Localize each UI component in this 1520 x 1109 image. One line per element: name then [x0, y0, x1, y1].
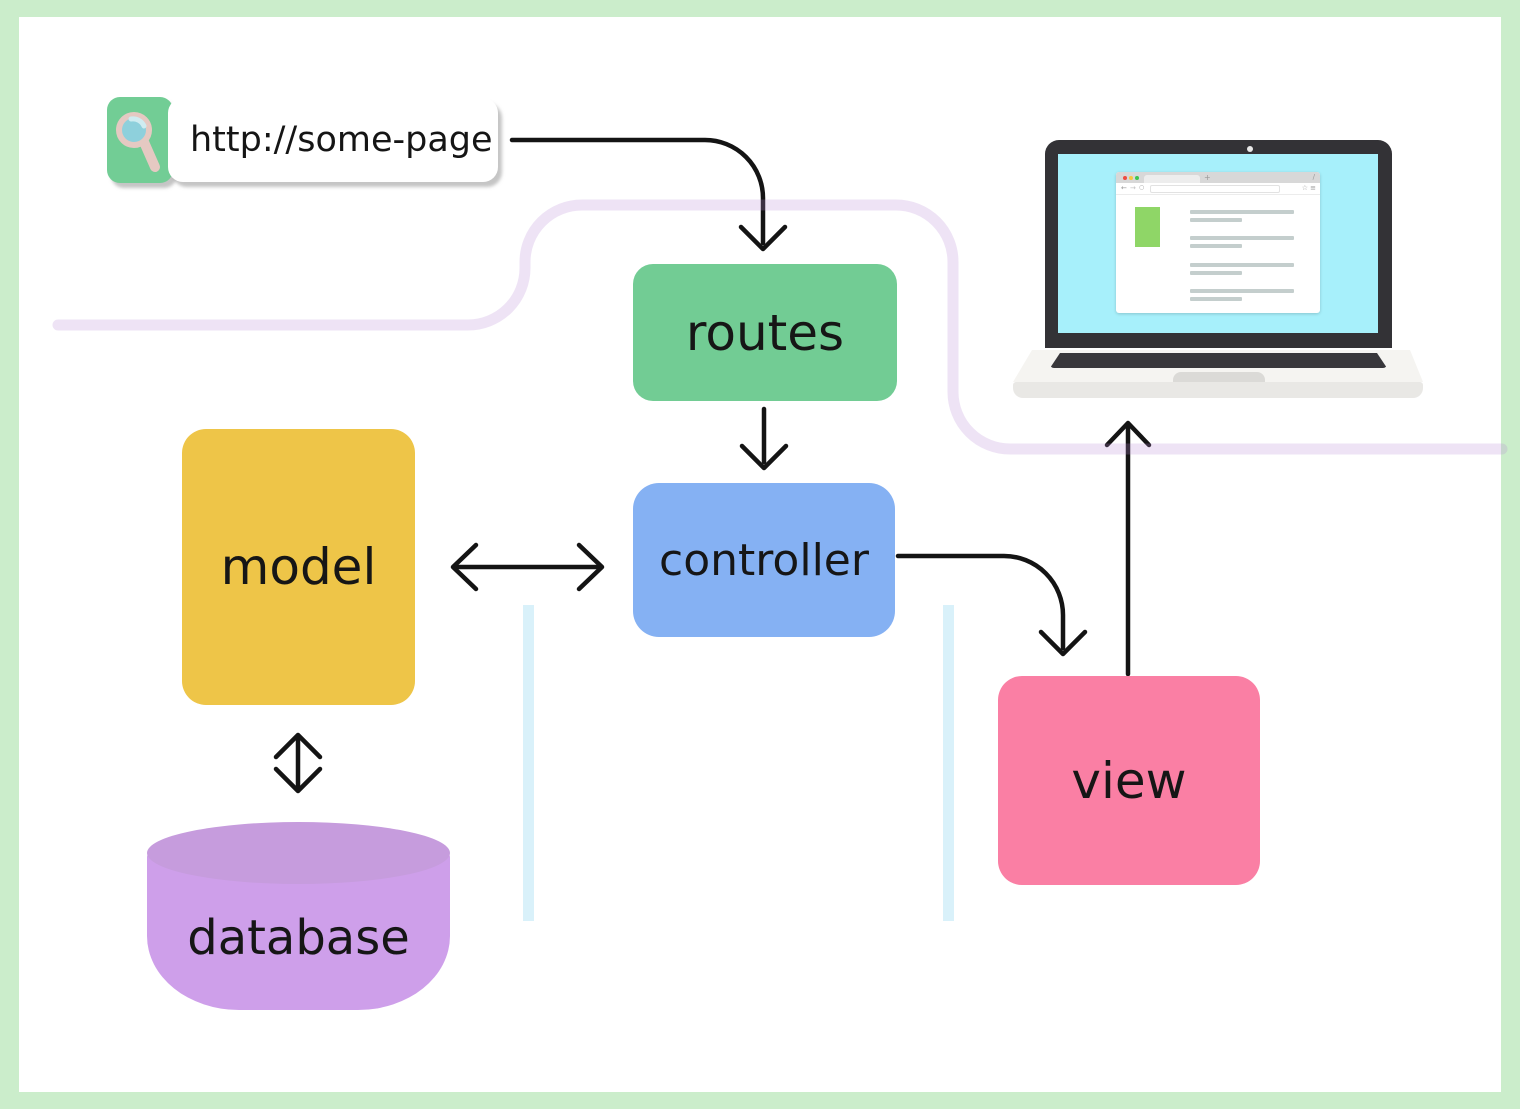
menu-icon: ≡ — [1310, 184, 1316, 192]
node-model: model — [182, 429, 415, 705]
arrow-view-to-laptop — [1104, 420, 1152, 677]
laptop-keyboard — [1050, 353, 1387, 368]
browser-text-line — [1190, 271, 1242, 275]
divider-line-left — [523, 605, 534, 921]
node-view-label: view — [1071, 751, 1187, 810]
browser-text-line — [1190, 236, 1294, 240]
browser-tab — [1144, 175, 1200, 183]
database-cylinder-lid — [147, 822, 450, 884]
browser-navbar: ← → ○ ☆ ≡ — [1116, 183, 1320, 195]
url-field: http://some-page — [168, 98, 498, 182]
node-model-label: model — [220, 538, 377, 596]
arrow-model-database-double — [273, 732, 323, 794]
laptop-camera-dot — [1247, 146, 1253, 152]
arrow-controller-to-view — [895, 553, 1088, 657]
browser-text-line — [1190, 244, 1242, 248]
node-database: database — [147, 822, 450, 1010]
laptop-trackpad — [1173, 372, 1265, 382]
forward-icon: → — [1130, 184, 1136, 192]
arrow-model-controller-double — [450, 542, 605, 592]
laptop-illustration: + / ← → ○ ☆ ≡ — [1013, 140, 1423, 400]
browser-text-line — [1190, 297, 1242, 301]
new-tab-icon: + — [1204, 173, 1211, 182]
browser-address-field — [1150, 185, 1280, 193]
node-view: view — [998, 676, 1260, 885]
edit-icon: / — [1312, 173, 1315, 181]
node-routes: routes — [633, 264, 897, 401]
reload-icon: ○ — [1139, 184, 1145, 191]
arrow-urlbar-to-routes — [509, 137, 788, 252]
browser-text-line — [1190, 218, 1242, 222]
browser-text-line — [1190, 210, 1294, 214]
laptop-base-bottom — [1013, 382, 1423, 398]
bookmark-star-icon: ☆ — [1301, 184, 1308, 192]
divider-line-right — [943, 605, 954, 921]
url-bar: http://some-page — [105, 95, 505, 190]
node-database-label: database — [187, 910, 410, 966]
search-icon-tile — [107, 97, 173, 183]
browser-text-line — [1190, 289, 1294, 293]
browser-titlebar: + / — [1116, 172, 1320, 183]
node-routes-label: routes — [685, 303, 845, 362]
mini-browser-window: + / ← → ○ ☆ ≡ — [1116, 172, 1320, 313]
browser-text-line — [1190, 263, 1294, 267]
traffic-light-yellow-icon — [1129, 176, 1133, 180]
ribbon-flow-path — [52, 199, 1508, 455]
arrow-routes-to-controller — [739, 406, 789, 471]
browser-content-block — [1135, 207, 1160, 247]
magnifier-icon — [116, 112, 160, 172]
traffic-light-red-icon — [1123, 176, 1127, 180]
url-text: http://some-page — [190, 120, 493, 160]
node-controller-label: controller — [659, 534, 869, 586]
traffic-light-green-icon — [1135, 176, 1139, 180]
back-icon: ← — [1121, 184, 1127, 192]
node-controller: controller — [633, 483, 895, 637]
